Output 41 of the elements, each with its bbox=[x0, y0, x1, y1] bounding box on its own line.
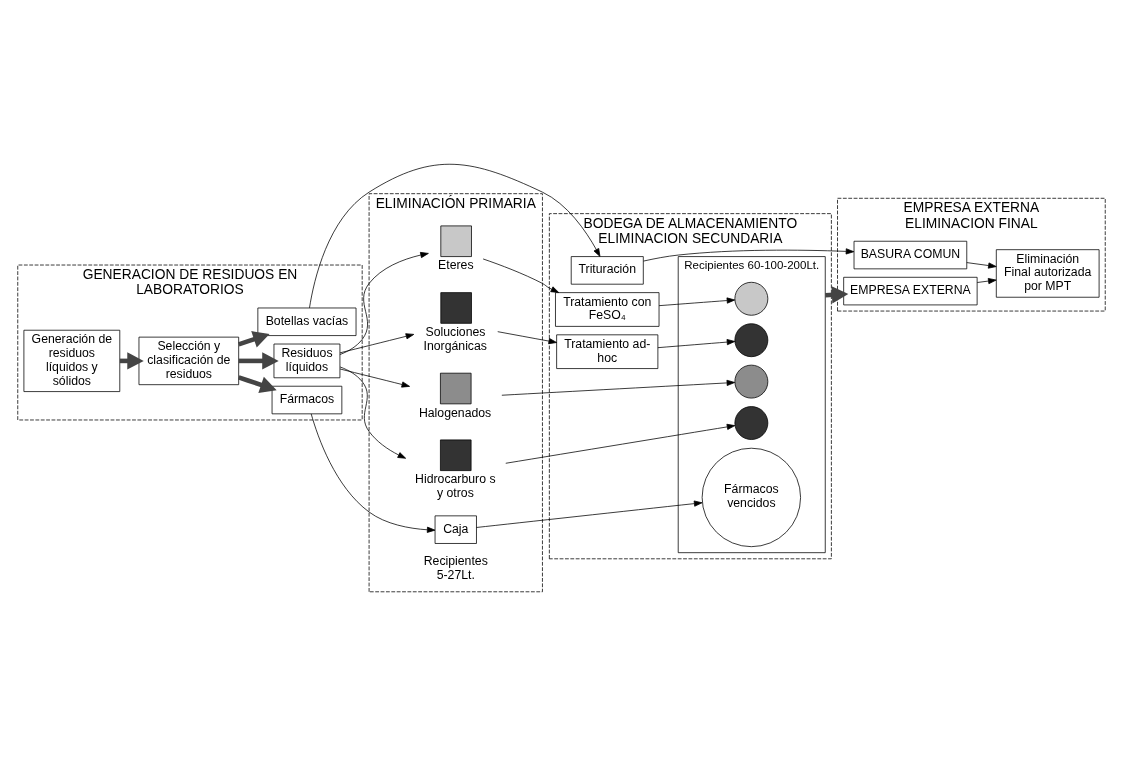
arrow bbox=[501, 379, 736, 396]
arrow bbox=[966, 262, 997, 269]
arrow bbox=[339, 366, 407, 459]
arrow bbox=[482, 258, 560, 293]
node-circle: Fármacos vencidos bbox=[701, 447, 801, 548]
label: Recipientes 5-27Lt. bbox=[423, 553, 488, 582]
arrow bbox=[658, 297, 736, 307]
node-circle bbox=[734, 323, 769, 358]
node-label: Soluciones Inorgánicas bbox=[423, 325, 487, 354]
arrow bbox=[309, 163, 601, 309]
arrow bbox=[505, 423, 736, 464]
arrow bbox=[339, 333, 415, 354]
node-box: Tratamiento con FeSO₄ bbox=[555, 292, 660, 327]
node-box: Tratamiento ad-hoc bbox=[556, 334, 659, 369]
node-label: Hidrocarburo s y otros bbox=[415, 472, 496, 501]
node-circle bbox=[734, 406, 769, 440]
node-box: Selección y clasificación de residuos bbox=[138, 336, 240, 386]
node-box: Caja bbox=[434, 515, 477, 544]
arrow bbox=[497, 331, 557, 345]
node-box: Generación de residuos líquidos y sólidos bbox=[23, 329, 121, 392]
arrow bbox=[339, 368, 410, 388]
node-box: Residuos líquidos bbox=[273, 343, 341, 379]
arrow bbox=[310, 413, 436, 533]
node-box: Trituración bbox=[570, 256, 644, 285]
node-circle bbox=[734, 281, 769, 316]
arrow bbox=[237, 375, 277, 394]
node-label: Halogenados bbox=[418, 405, 492, 420]
node-box: BASURA COMUN bbox=[853, 240, 968, 270]
node-box: Botellas vacías bbox=[257, 307, 357, 336]
arrow bbox=[476, 500, 703, 528]
node-box: Eliminación Final autorizada por MPT bbox=[995, 249, 1100, 298]
arrow bbox=[643, 248, 855, 262]
arrow bbox=[237, 331, 270, 348]
arrow bbox=[339, 252, 429, 355]
node-box: EMPRESA EXTERNA bbox=[843, 276, 978, 306]
arrow bbox=[976, 278, 997, 285]
arrow bbox=[657, 339, 736, 349]
node-circle bbox=[734, 364, 769, 399]
node-label: Eteres bbox=[438, 258, 474, 273]
node-box: Fármacos bbox=[271, 385, 343, 415]
arrow bbox=[238, 352, 279, 370]
